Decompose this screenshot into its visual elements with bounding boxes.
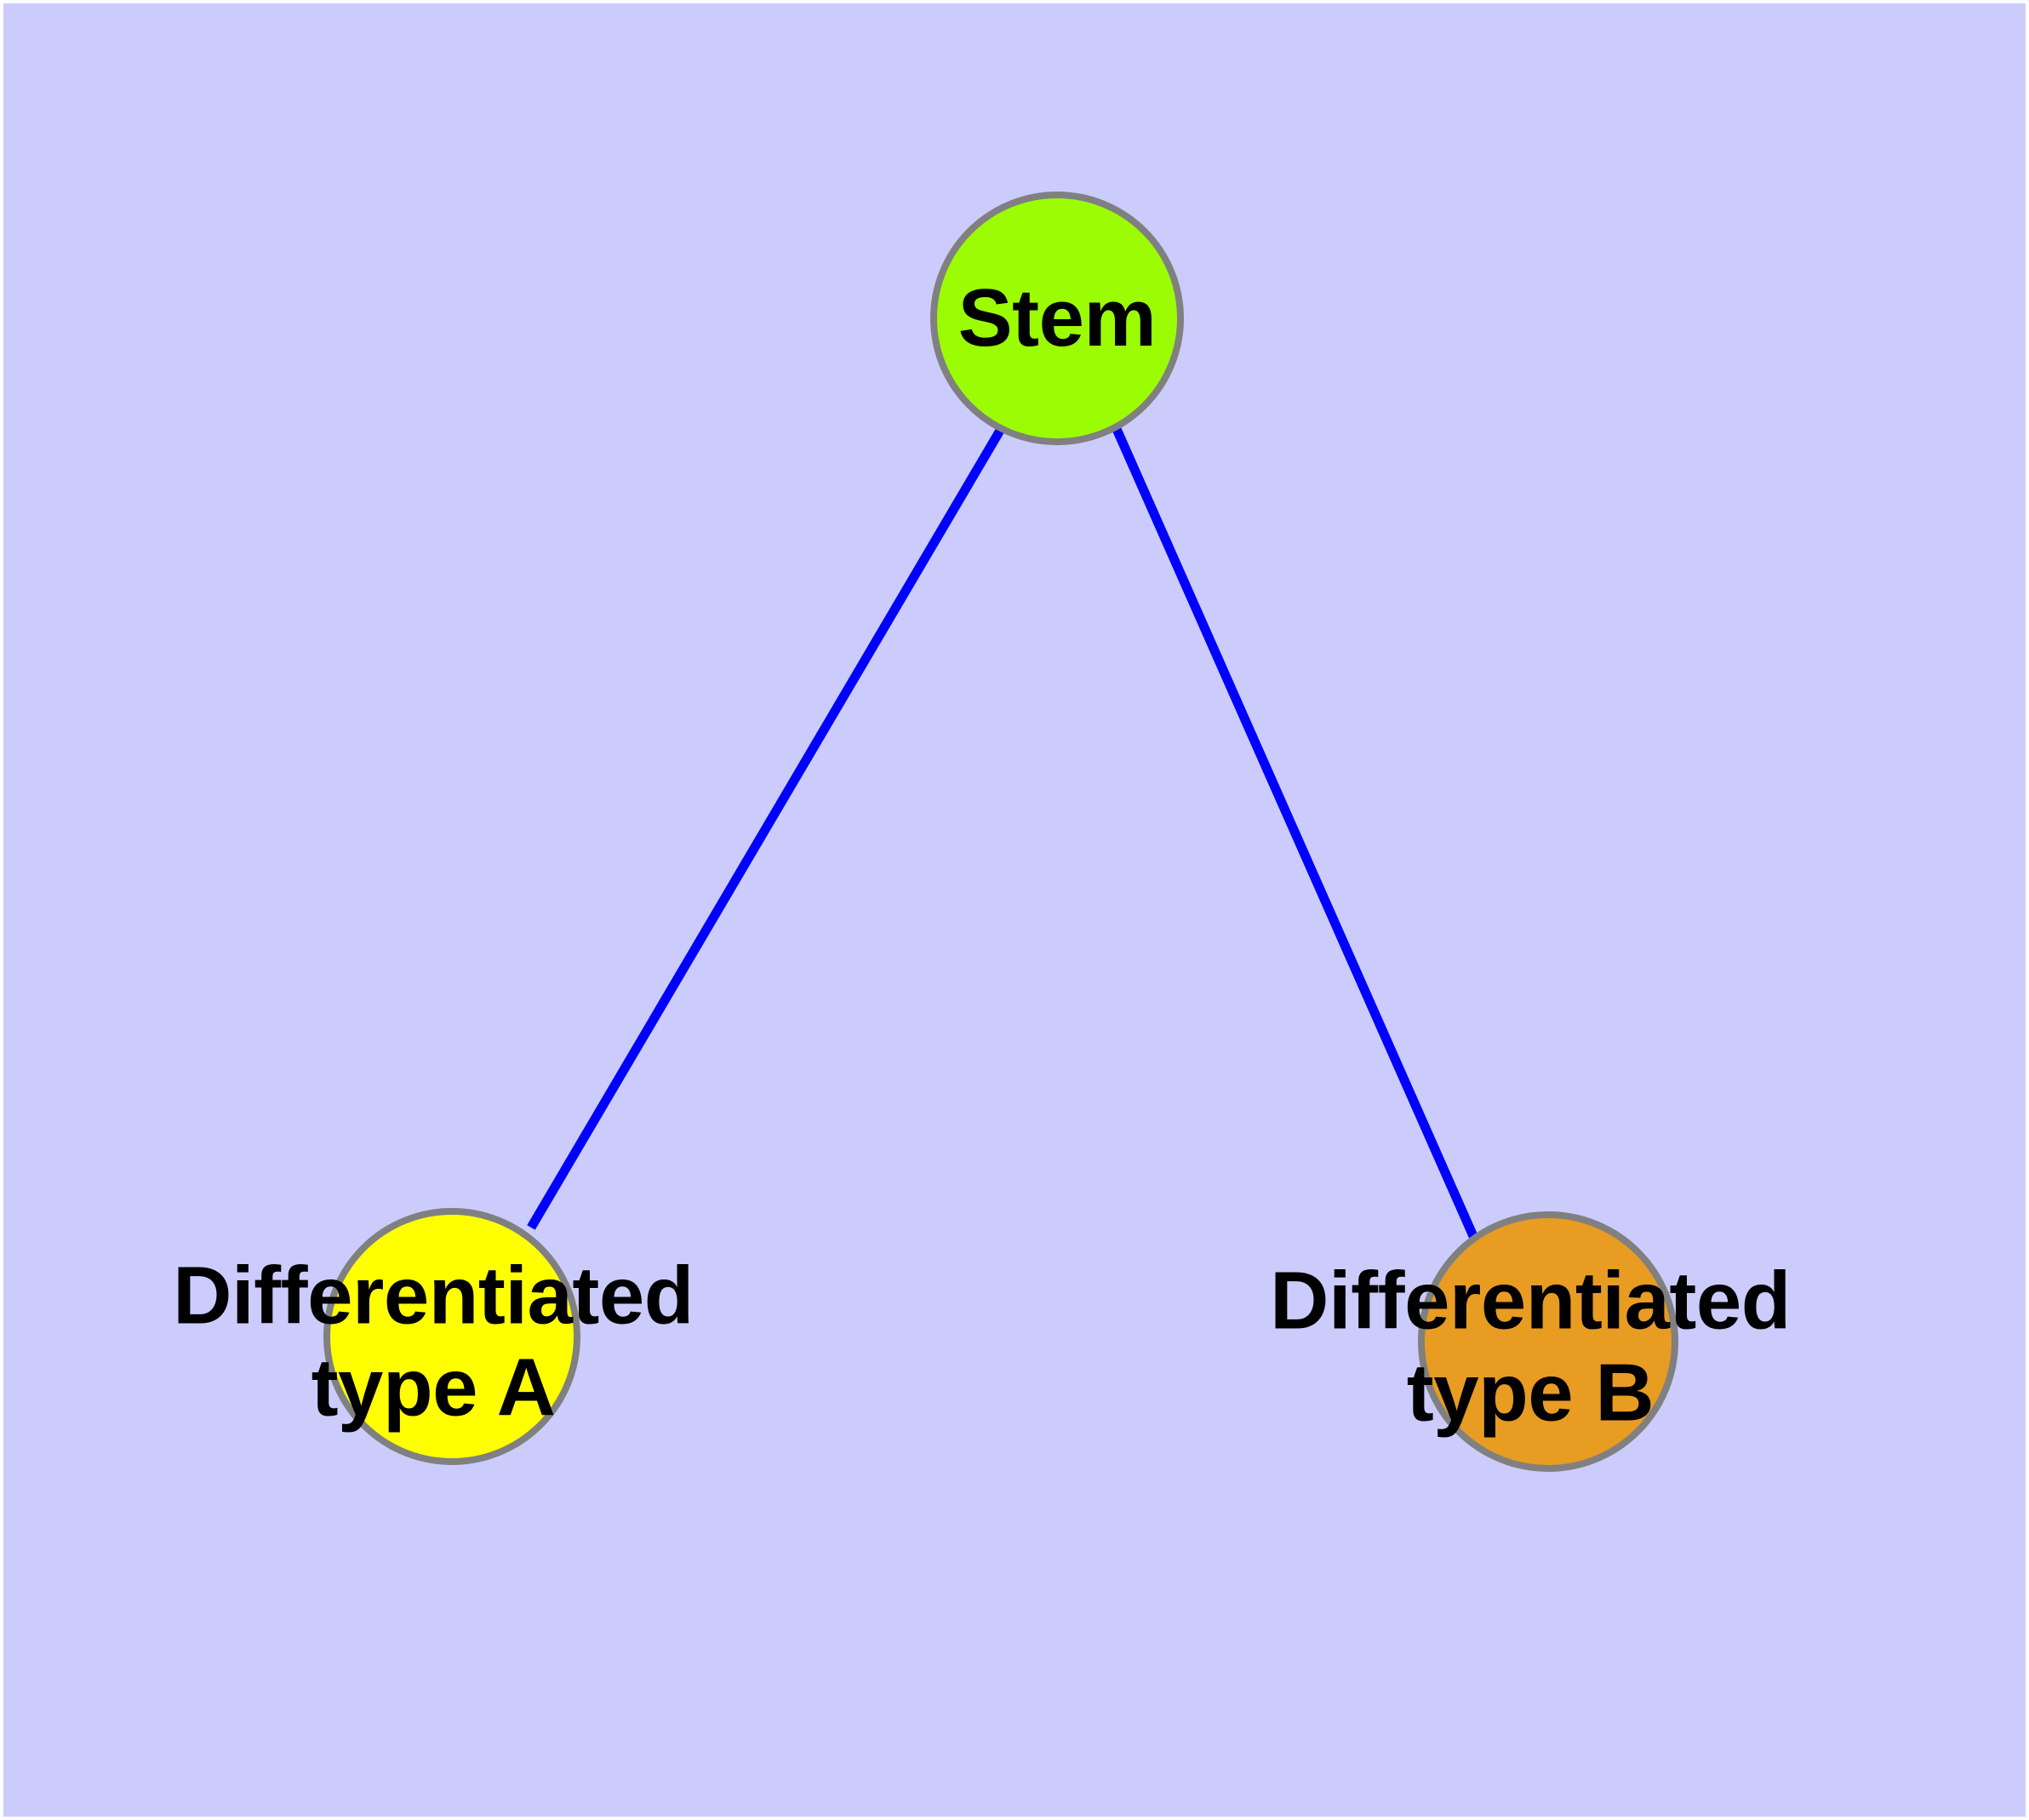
node-diff-b-circle[interactable] (1418, 1211, 1678, 1472)
edges-group (527, 426, 1478, 1239)
graph-svg (323, 192, 1678, 1472)
node-diff-a-circle[interactable] (323, 1208, 580, 1465)
edge-stem-to-diff-b[interactable] (1112, 426, 1478, 1239)
nodes-group (323, 192, 1678, 1472)
node-stem-circle[interactable] (930, 192, 1184, 445)
edge-stem-to-diff-a[interactable] (527, 426, 1005, 1230)
